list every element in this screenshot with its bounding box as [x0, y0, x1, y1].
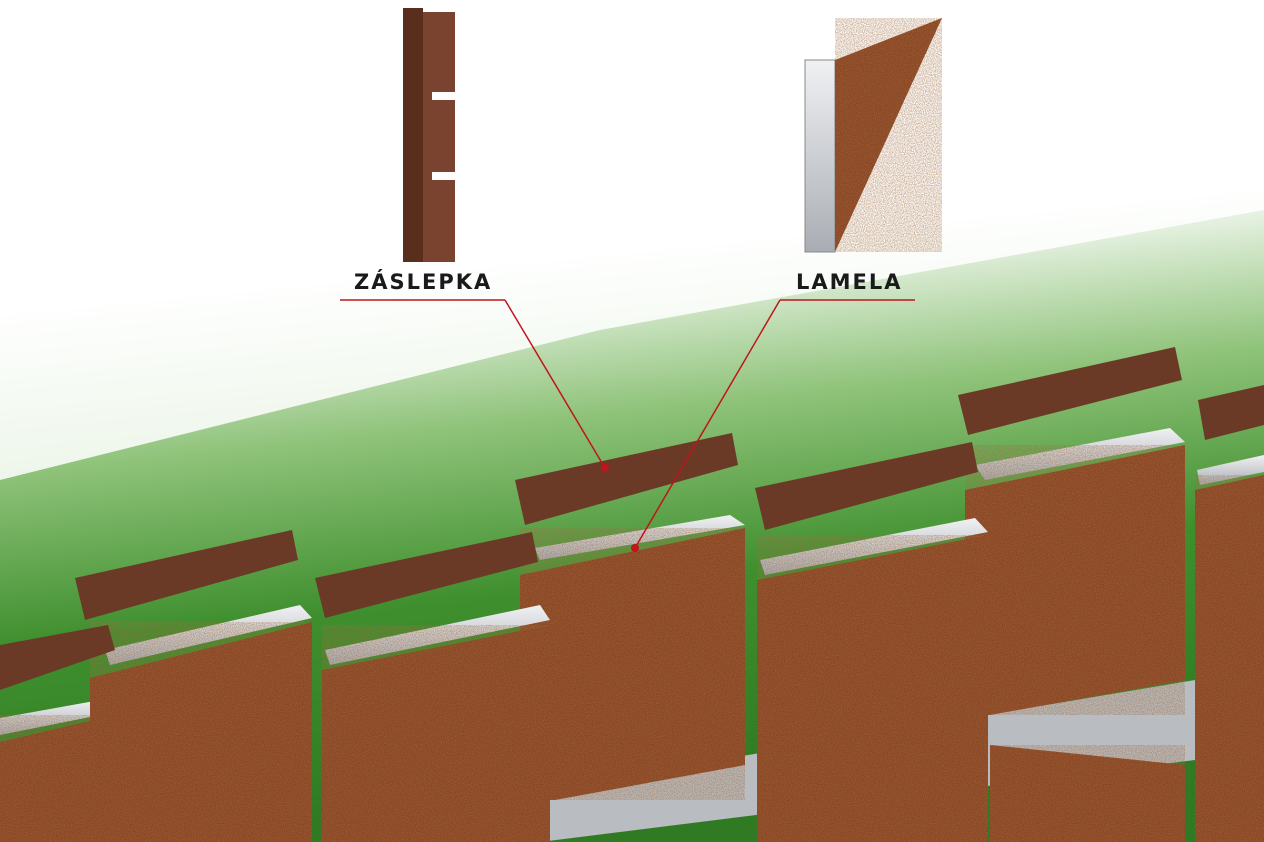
slat-product-image: [804, 18, 942, 253]
end-cap: [0, 625, 115, 690]
end-cap: [315, 532, 538, 618]
end-cap: [75, 530, 298, 620]
pointer-dot: [601, 464, 609, 472]
cap-product-image: [403, 8, 455, 262]
end-cap: [958, 347, 1182, 435]
slats: [0, 428, 1264, 842]
end-cap: [515, 433, 738, 525]
slat: [0, 700, 115, 842]
slat: [90, 605, 312, 842]
slat: [1195, 455, 1264, 842]
slat: [965, 428, 1185, 842]
pointer-lines: [340, 299, 915, 549]
slat-label: LAMELA: [796, 270, 903, 294]
slat: [322, 605, 550, 842]
end-cap: [1198, 385, 1264, 440]
white-sky-area: [0, 0, 1264, 480]
cap-label: ZÁSLEPKA: [354, 270, 493, 294]
pointer-dot: [631, 544, 639, 552]
slat: [520, 515, 745, 800]
end-cap: [755, 442, 978, 530]
end-caps: [0, 347, 1264, 690]
slat: [757, 518, 988, 842]
